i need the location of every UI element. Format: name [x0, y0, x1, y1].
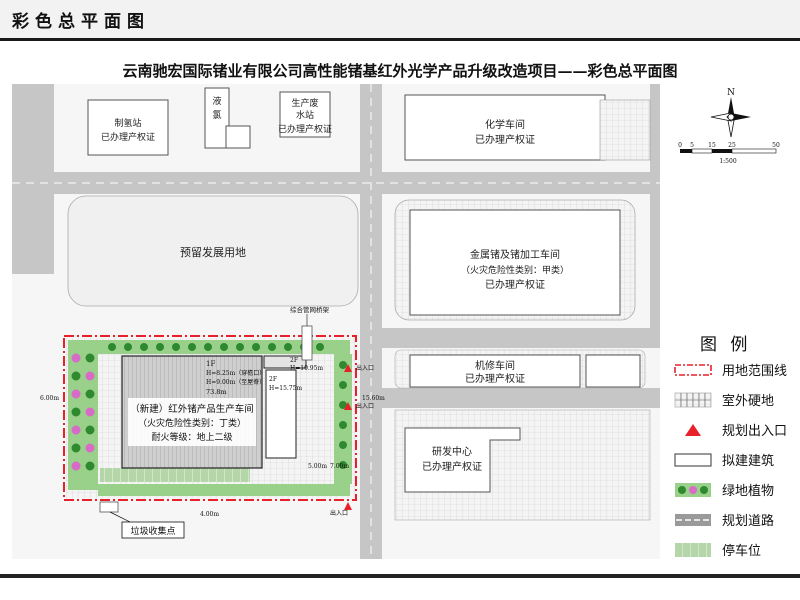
hydrogen-station-name: 制氢站 [114, 117, 141, 129]
scale-tick-1: 5 [690, 142, 694, 149]
new-workshop-name: （新建）红外锗产品生产车间 [130, 403, 254, 415]
small-auxiliary-building [225, 125, 251, 149]
wastewater-station [279, 91, 331, 138]
metal-workshop-status: 已办理产权证 [485, 278, 545, 291]
annex-2f-north [263, 355, 307, 369]
entrance-markers [344, 364, 352, 510]
pipe-rack-label: 综合管网桥架 [290, 305, 330, 314]
metal-workshop-name: 金属锗及锗加工车间 [470, 248, 560, 261]
header-divider [0, 38, 800, 41]
tree-row-west [71, 353, 95, 471]
metal-workshop [409, 209, 621, 316]
legend-label-entrance: 规划出入口 [722, 424, 788, 439]
rd-center-status: 已办理产权证 [422, 460, 482, 473]
red-triangle-icon [685, 424, 701, 436]
footer-divider [0, 574, 800, 578]
garbage-point-label: 垃圾收集点 [130, 525, 175, 537]
grid-hatch-icon [674, 392, 712, 408]
scale-ratio: 1:500 [719, 158, 736, 165]
annex-2f-south [265, 369, 297, 459]
scale-bar [680, 148, 777, 154]
annex-2f-south-height: H=15.75m [269, 385, 302, 392]
rd-center [404, 427, 521, 493]
reserved-land [67, 195, 359, 307]
grey-road-icon [675, 514, 711, 526]
hydrogen-station-status: 已办理产权证 [101, 131, 155, 143]
new-workshop-height-1: H=8.25m（穿檐口） [206, 369, 265, 377]
rd-center-name: 研发中心 [432, 445, 472, 458]
liquid-chlorine-char-1: 液 [212, 95, 221, 107]
white-rectangle-icon [674, 453, 712, 467]
dim-left-label: 6.00m [40, 395, 59, 402]
new-workshop-floors: 1F [206, 360, 215, 368]
wastewater-name-2: 水站 [296, 109, 314, 121]
legend-label-plants: 绿地植物 [722, 484, 775, 499]
entrance-3-label: 出入口 [330, 509, 348, 517]
legend-label-building: 拟建建筑 [722, 454, 775, 469]
repair-workshop-status: 已办理产权证 [465, 372, 525, 385]
repair-workshop-name: 机修车间 [475, 359, 515, 372]
wastewater-name-1: 生产废 [291, 97, 318, 109]
reserved-land-name: 预留发展用地 [180, 245, 246, 259]
annex-2f-north-height: H=10.95m [290, 365, 323, 372]
entrance-1-label: 出入口 [356, 364, 374, 372]
garbage-point-box [99, 501, 119, 513]
wastewater-status: 已办理产权证 [278, 123, 332, 135]
annex-2f-south-floors: 2F [269, 376, 277, 383]
hydrogen-station [87, 99, 169, 156]
green-parking-icon [675, 543, 711, 557]
repair-workshop-annex [585, 354, 641, 388]
red-dash-boundary-icon [674, 364, 712, 376]
legend-label-boundary: 用地范围线 [722, 364, 788, 379]
entrance-2-label: 出入口 [356, 402, 374, 410]
garbage-point-leader [109, 511, 131, 523]
chemical-workshop-name: 化学车间 [485, 118, 525, 131]
new-workshop-fire-class: （火灾危险性类别：丁类） [138, 417, 246, 429]
new-workshop-fire-resistance: 耐火等级：地上二级 [151, 431, 232, 443]
site-boundary [63, 335, 357, 501]
north-arrow-icon [710, 97, 751, 138]
legend-title: 图 例 [700, 335, 752, 355]
green-plants-icon [675, 483, 711, 497]
new-workshop-height-2: H=9.00m（至屋脊） [206, 378, 265, 386]
legend-label-road: 规划道路 [722, 514, 775, 529]
repair-workshop [409, 354, 581, 388]
scale-tick-0: 0 [678, 142, 682, 149]
liquid-chlorine-char-2: 氯 [212, 109, 221, 121]
dim-right-label: 5.00m [308, 463, 327, 470]
new-workshop-dimension: 73.8m [206, 388, 227, 396]
dim-road-label: 7.00m [330, 463, 349, 470]
plan-title: 云南驰宏国际锗业有限公司高性能锗基红外光学产品升级改造项目——彩色总平面图 [122, 62, 678, 80]
annex-2f-north-floors: 2F [290, 357, 298, 364]
metal-workshop-fire-class: （火灾危险性类别：甲类） [461, 264, 569, 276]
parking-spaces [100, 468, 250, 482]
scale-tick-2: 15 [708, 142, 716, 149]
north-arrow-and-scale: N 0 5 15 25 50 1:500 [678, 88, 780, 165]
header-title: 彩色总平面图 [12, 12, 150, 32]
north-letter: N [727, 88, 735, 98]
road-centerlines [12, 84, 660, 559]
dim-south-label: 4.00m [200, 511, 219, 518]
dim-east-label: 15.60m [362, 395, 385, 402]
pipe-rack [301, 325, 313, 361]
scale-tick-3: 25 [728, 142, 736, 149]
chemical-workshop-status: 已办理产权证 [475, 133, 535, 146]
scale-tick-4: 50 [772, 142, 780, 149]
header-bar: 彩色总平面图 [0, 0, 800, 38]
chemical-yard [599, 99, 651, 161]
liquid-chlorine-building [204, 87, 230, 149]
legend-label-parking: 停车位 [722, 544, 762, 559]
tree-row-east [339, 361, 347, 469]
garbage-point-callout [121, 521, 185, 539]
site-plan: 制氢站 已办理产权证 液 氯 生产废 水站 已办理产权证 化学车间 已办理产权证… [12, 84, 660, 559]
legend-label-hardscape: 室外硬地 [722, 394, 775, 409]
new-workshop-label-box [128, 398, 256, 446]
